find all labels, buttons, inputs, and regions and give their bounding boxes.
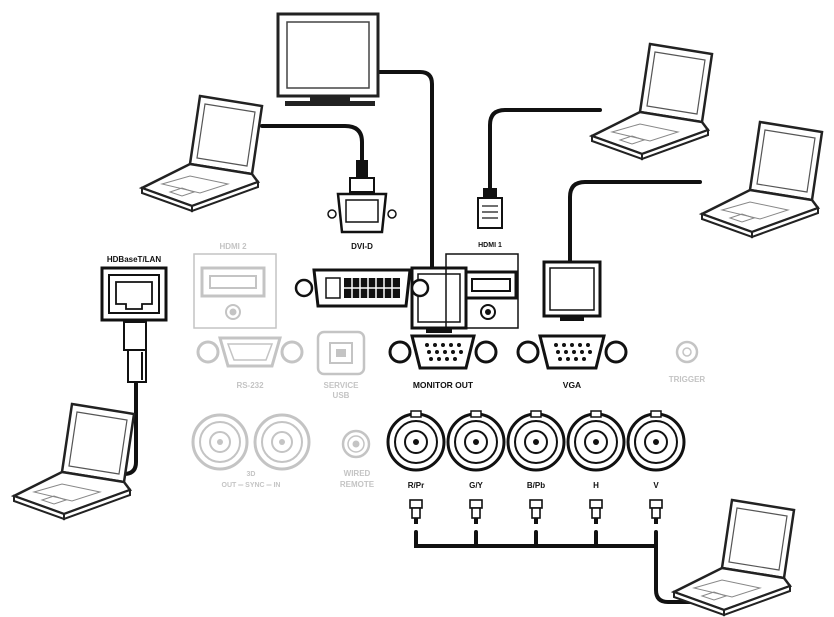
laptop-icon xyxy=(672,498,796,617)
laptop-icon xyxy=(700,120,824,239)
bnc-plugs xyxy=(409,499,663,525)
service-usb-port xyxy=(316,330,366,376)
port-labels: HDBaseT/LAN HDMI 2 DVI-D HDMI 1 RS-232 S… xyxy=(107,242,706,490)
bnc-bpb-port xyxy=(506,409,566,472)
bnc-h-port xyxy=(566,409,626,472)
label-service: SERVICE xyxy=(324,381,360,390)
label-hdmi2: HDMI 2 xyxy=(219,242,247,251)
hdmi1-cable xyxy=(488,108,602,190)
monitor-out-plug xyxy=(410,266,468,333)
bnc-cable-bundle xyxy=(414,530,692,604)
label-wired: WIRED xyxy=(344,469,371,478)
label-3d: 3D xyxy=(247,471,256,478)
label-hdbaset: HDBaseT/LAN xyxy=(107,255,161,264)
hdmi1-port xyxy=(445,253,519,329)
vga-cable xyxy=(568,180,702,264)
vga-plug xyxy=(542,260,602,321)
label-h: H xyxy=(593,481,599,490)
lan-plug xyxy=(123,321,147,383)
label-remote: REMOTE xyxy=(340,480,375,489)
label-sync: OUT ═ SYNC ═ IN xyxy=(222,482,281,489)
bnc-gy-port xyxy=(446,409,506,472)
wired-remote-port xyxy=(341,429,371,459)
label-hdmi1: HDMI 1 xyxy=(478,242,502,249)
monitor-cable xyxy=(370,70,434,270)
laptop-icon xyxy=(12,402,136,521)
label-dvid: DVI-D xyxy=(351,242,373,251)
label-vga: VGA xyxy=(563,380,581,390)
label-bpb: B/Pb xyxy=(527,481,545,490)
laptop-icon xyxy=(140,94,264,213)
dvi-port xyxy=(294,268,430,308)
laptop-icon xyxy=(590,42,714,161)
monitor-icon xyxy=(276,12,380,106)
hdmi-plug xyxy=(477,188,503,229)
label-trigger: TRIGGER xyxy=(669,375,706,384)
monitor-out-port xyxy=(388,334,498,370)
label-usb: USB xyxy=(333,391,350,400)
label-v: V xyxy=(653,481,659,490)
label-rs232: RS-232 xyxy=(236,381,264,390)
bnc-v-port xyxy=(626,409,686,472)
cables xyxy=(102,70,702,604)
3d-sync-ports xyxy=(191,413,311,471)
rs232-port xyxy=(196,336,304,368)
vga-port xyxy=(516,334,628,370)
label-gy: G/Y xyxy=(469,481,483,490)
bnc-ports xyxy=(386,409,686,472)
hdmi2-port xyxy=(193,253,277,329)
label-rpr: R/Pr xyxy=(408,481,424,490)
bnc-rpr-port xyxy=(386,409,446,472)
hdbaset-port xyxy=(100,266,168,322)
trigger-port xyxy=(675,340,699,364)
dvi-plug xyxy=(327,160,397,234)
dvi-cable xyxy=(260,124,364,162)
label-monitor-out: MONITOR OUT xyxy=(413,380,474,390)
